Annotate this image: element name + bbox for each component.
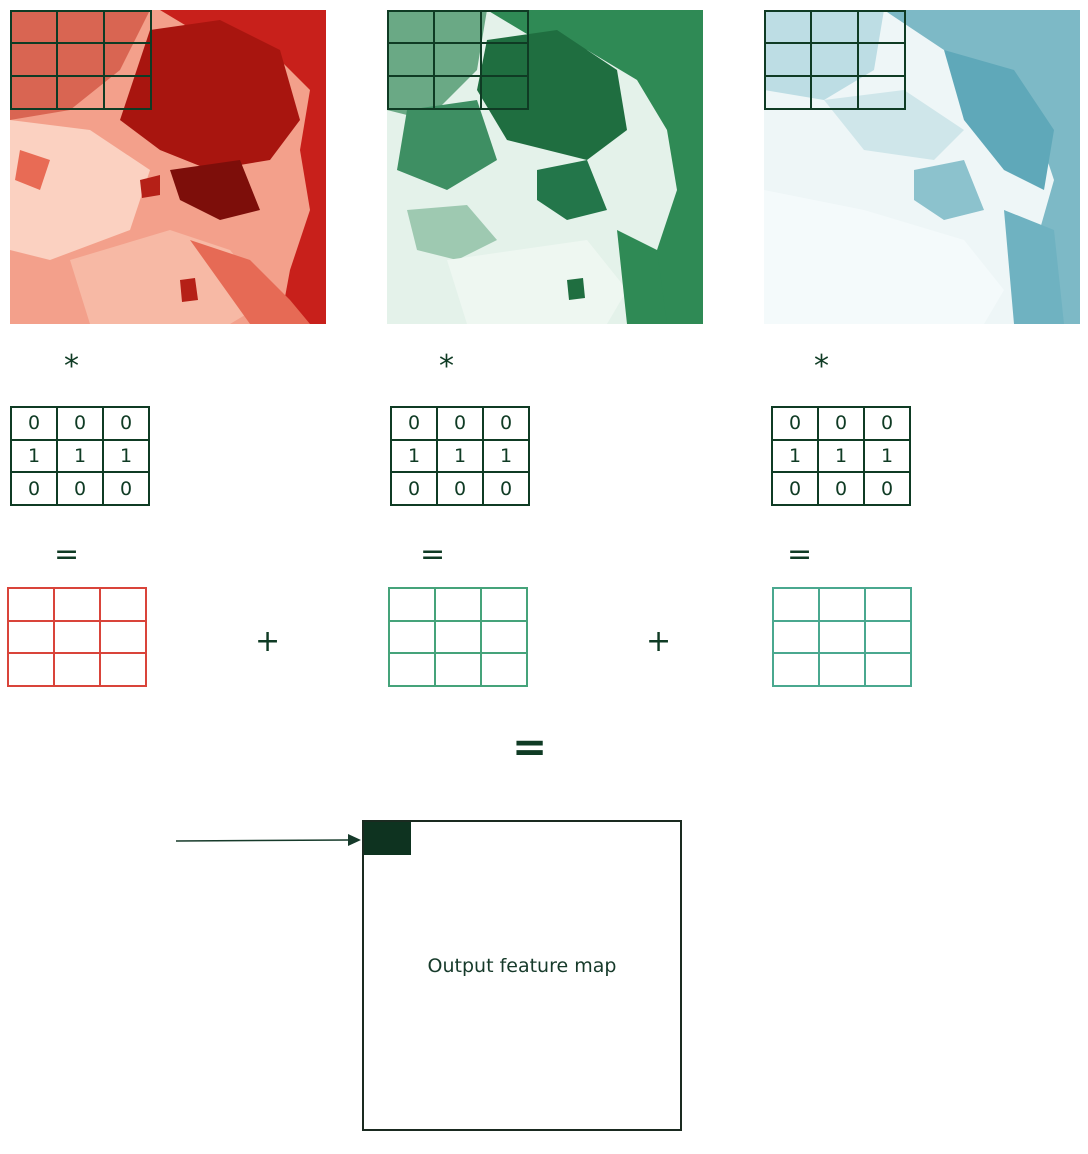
blue-patch-grid: [764, 10, 906, 110]
convolve-operator-red: *: [64, 349, 79, 384]
result-grid-green: [388, 587, 528, 687]
kernel-cell: 1: [863, 438, 911, 474]
kernel-cell: 0: [102, 406, 150, 441]
kernel-cell: 1: [56, 438, 104, 474]
kernel-cell: 0: [863, 406, 911, 441]
kernel-cell: 0: [482, 471, 530, 506]
equals-operator-blue: =: [787, 537, 813, 572]
red-channel-image: [10, 10, 326, 324]
convolve-operator-blue: *: [814, 349, 829, 384]
kernel-cell: 0: [863, 471, 911, 506]
kernel-cell: 0: [436, 471, 484, 506]
kernel-cell: 0: [817, 406, 865, 441]
kernel-cell: 0: [56, 471, 104, 506]
result-grid-blue: [772, 587, 912, 687]
kernel-cell: 0: [771, 406, 819, 441]
kernel-cell: 1: [771, 438, 819, 474]
kernel-cell: 0: [390, 471, 438, 506]
kernel-cell: 1: [817, 438, 865, 474]
kernel-cell: 0: [436, 406, 484, 441]
equals-operator-red: =: [54, 537, 80, 572]
kernel-cell: 0: [817, 471, 865, 506]
kernel-cell: 0: [482, 406, 530, 441]
kernel-cell: 1: [10, 438, 58, 474]
kernel-cell: 1: [482, 438, 530, 474]
kernel-cell: 0: [771, 471, 819, 506]
kernel-cell: 0: [10, 406, 58, 441]
plus-operator-2: +: [646, 624, 672, 659]
convolve-operator-green: *: [439, 349, 454, 384]
result-grid-red: [7, 587, 147, 687]
kernel-cell: 1: [390, 438, 438, 474]
green-patch-grid: [387, 10, 529, 110]
kernel-cell: 1: [102, 438, 150, 474]
kernel-cell: 0: [10, 471, 58, 506]
output-feature-map-label: Output feature map: [427, 955, 617, 977]
kernel-cell: 0: [390, 406, 438, 441]
red-patch-grid: [10, 10, 152, 110]
output-feature-map: [362, 820, 682, 1131]
blue-channel-image: [764, 10, 1080, 324]
kernel-cell: 0: [56, 406, 104, 441]
final-equals-operator: =: [512, 722, 548, 771]
green-channel-image: [387, 10, 703, 324]
output-feature-cell: [364, 822, 411, 855]
equals-operator-green: =: [420, 537, 446, 572]
kernel-cell: 1: [436, 438, 484, 474]
kernel-cell: 0: [102, 471, 150, 506]
plus-operator-1: +: [255, 624, 281, 659]
arrow-icon: [176, 834, 361, 846]
